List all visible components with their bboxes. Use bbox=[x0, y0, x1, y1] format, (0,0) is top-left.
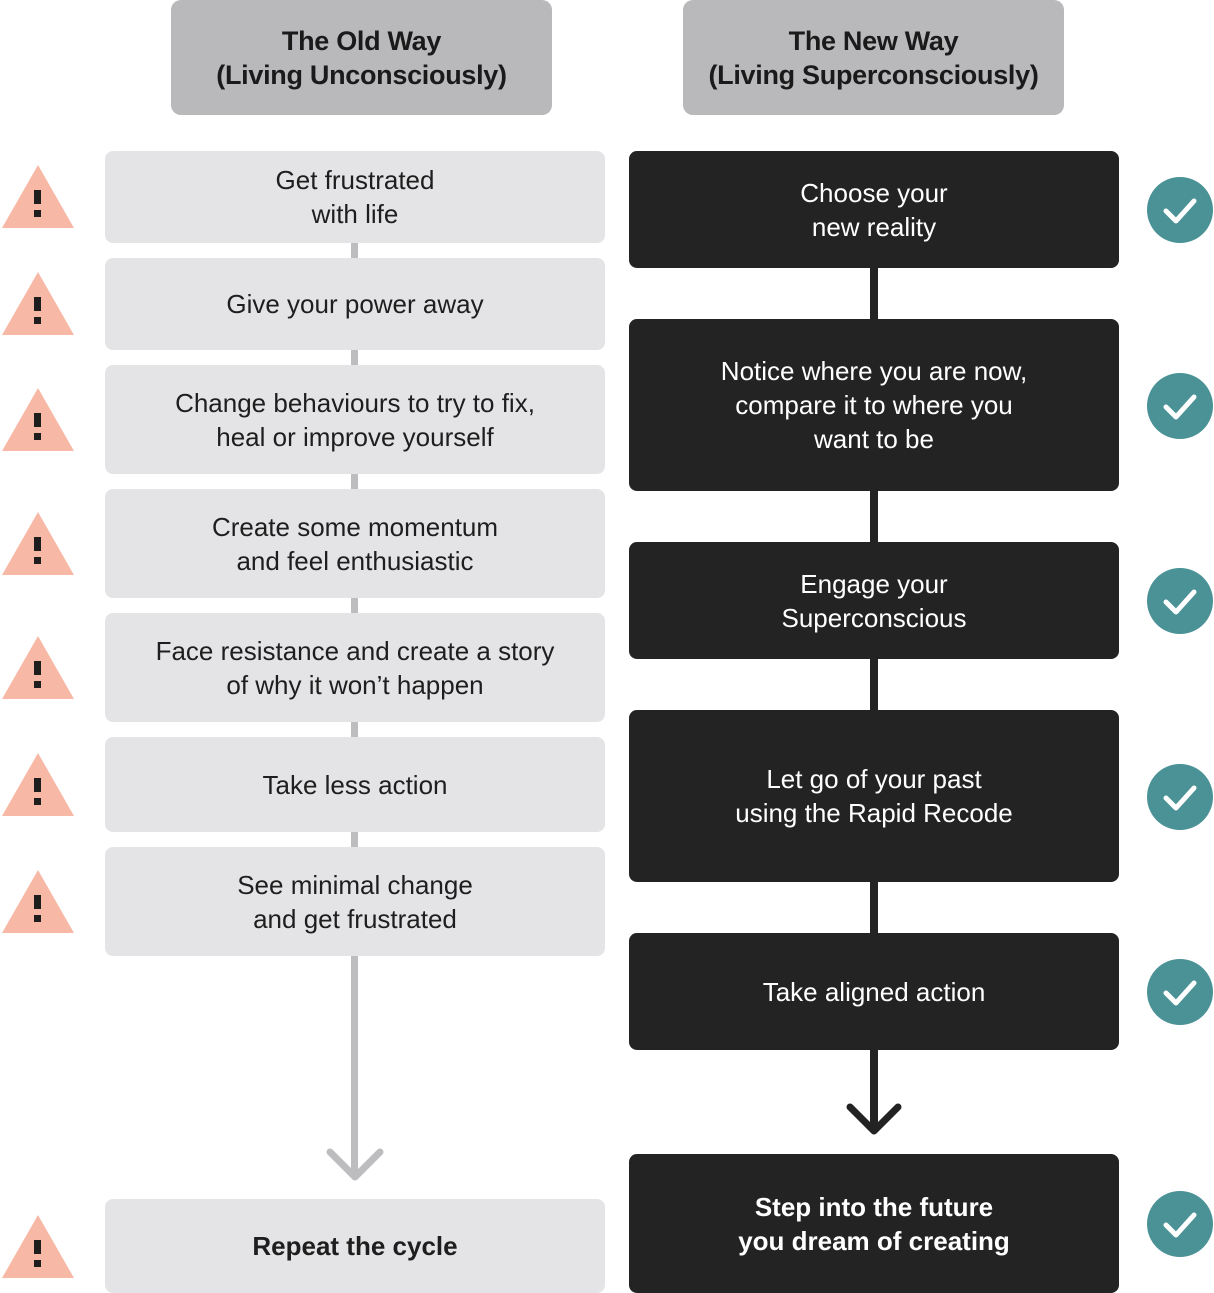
new-connector bbox=[870, 658, 878, 711]
new-step-5: Take aligned action bbox=[629, 933, 1119, 1050]
old-step-text: Get frustrated bbox=[275, 165, 435, 195]
old-way-header: The Old Way (Living Unconsciously) bbox=[171, 0, 552, 115]
old-connector bbox=[351, 349, 358, 366]
warning-triangle-icon bbox=[0, 1212, 76, 1280]
old-connector bbox=[351, 473, 358, 490]
old-step-4: Create some momentum and feel enthusiast… bbox=[105, 489, 605, 598]
old-step-1: Get frustrated with life bbox=[105, 151, 605, 243]
new-step-1: Choose your new reality bbox=[629, 151, 1119, 268]
old-step-text: with life bbox=[311, 199, 399, 229]
warning-triangle-icon bbox=[0, 633, 76, 701]
new-step-3: Engage your Superconscious bbox=[629, 542, 1119, 659]
new-step-text: Choose your bbox=[800, 177, 948, 208]
old-step-3: Change behaviours to try to fix, heal or… bbox=[105, 365, 605, 474]
old-step-2: Give your power away bbox=[105, 258, 605, 350]
old-step-text: and feel enthusiastic bbox=[236, 545, 474, 576]
old-step-text: heal or improve yourself bbox=[216, 421, 494, 452]
old-step-text: and get frustrated bbox=[253, 903, 457, 934]
old-connector bbox=[351, 721, 358, 738]
old-final-step: Repeat the cycle bbox=[105, 1199, 605, 1293]
warning-triangle-icon bbox=[0, 750, 76, 818]
new-final-step: Step into the future you dream of creati… bbox=[629, 1154, 1119, 1293]
new-connector bbox=[870, 490, 878, 543]
check-circle-icon bbox=[1147, 959, 1213, 1025]
old-step-text: Face resistance and create a story bbox=[155, 635, 555, 666]
old-arrow-shaft bbox=[351, 955, 358, 1173]
new-step-4: Let go of your past using the Rapid Reco… bbox=[629, 710, 1119, 882]
check-circle-icon bbox=[1147, 764, 1213, 830]
warning-triangle-icon bbox=[0, 385, 76, 453]
old-connector bbox=[351, 597, 358, 614]
new-way-header: The New Way (Living Superconsciously) bbox=[683, 0, 1064, 115]
old-step-text: See minimal change bbox=[237, 869, 473, 900]
old-step-text: Take less action bbox=[262, 769, 448, 800]
old-connector bbox=[351, 242, 358, 259]
old-step-text: Change behaviours to try to fix, bbox=[175, 387, 535, 418]
old-step-text: Give your power away bbox=[226, 289, 484, 319]
old-arrow-head bbox=[326, 1148, 384, 1181]
new-arrow-shaft bbox=[870, 1049, 878, 1128]
old-step-5: Face resistance and create a story of wh… bbox=[105, 613, 605, 722]
new-step-2: Notice where you are now, compare it to … bbox=[629, 319, 1119, 491]
new-step-text: Let go of your past bbox=[766, 764, 982, 794]
old-connector bbox=[351, 831, 358, 848]
new-final-text: you dream of creating bbox=[738, 1225, 1010, 1256]
new-step-text: using the Rapid Recode bbox=[735, 798, 1013, 828]
old-step-text: of why it won’t happen bbox=[226, 669, 484, 700]
check-circle-icon bbox=[1147, 568, 1213, 634]
new-step-text: Notice where you are now, bbox=[720, 356, 1028, 386]
new-connector bbox=[870, 881, 878, 934]
old-way-title: The Old Way bbox=[281, 25, 442, 56]
new-step-text: want to be bbox=[814, 424, 934, 454]
new-step-text: compare it to where you bbox=[735, 390, 1013, 420]
new-final-text: Step into the future bbox=[754, 1191, 994, 1222]
check-circle-icon bbox=[1147, 373, 1213, 439]
old-step-7: See minimal change and get frustrated bbox=[105, 847, 605, 956]
new-connector bbox=[870, 267, 878, 320]
new-step-text: Superconscious bbox=[781, 602, 967, 633]
new-way-title: The New Way bbox=[788, 25, 959, 56]
new-way-subtitle: (Living Superconsciously) bbox=[708, 59, 1039, 90]
new-arrow-head bbox=[846, 1103, 902, 1135]
warning-triangle-icon bbox=[0, 509, 76, 577]
old-final-text: Repeat the cycle bbox=[252, 1231, 458, 1261]
old-step-6: Take less action bbox=[105, 737, 605, 832]
check-circle-icon bbox=[1147, 177, 1213, 243]
new-step-text: Take aligned action bbox=[762, 976, 986, 1007]
new-step-text: Engage your bbox=[800, 568, 948, 599]
warning-triangle-icon bbox=[0, 162, 76, 230]
warning-triangle-icon bbox=[0, 269, 76, 337]
new-step-text: new reality bbox=[811, 211, 937, 242]
warning-triangle-icon bbox=[0, 867, 76, 935]
old-step-text: Create some momentum bbox=[211, 511, 499, 542]
old-way-subtitle: (Living Unconsciously) bbox=[216, 59, 507, 90]
check-circle-icon bbox=[1147, 1191, 1213, 1257]
